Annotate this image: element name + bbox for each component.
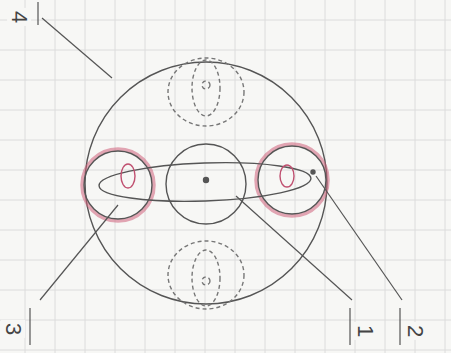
central-circle [166, 144, 246, 224]
pin [280, 165, 294, 187]
pivot-dot [204, 178, 209, 183]
callout-number: 1 [353, 322, 377, 340]
pin [121, 164, 135, 188]
dot [311, 170, 315, 174]
right-circle [258, 146, 326, 214]
link-oval [98, 159, 311, 204]
callout-number: 4 [7, 8, 31, 26]
callout-number: 2 [403, 322, 427, 340]
outer-circle [85, 62, 327, 304]
pink-highlight [82, 149, 154, 221]
leader-lines [30, 2, 402, 345]
left-circle [84, 151, 152, 219]
pink-highlight [256, 144, 328, 216]
dashed-positions [168, 58, 244, 309]
callout-number: 3 [1, 320, 25, 338]
